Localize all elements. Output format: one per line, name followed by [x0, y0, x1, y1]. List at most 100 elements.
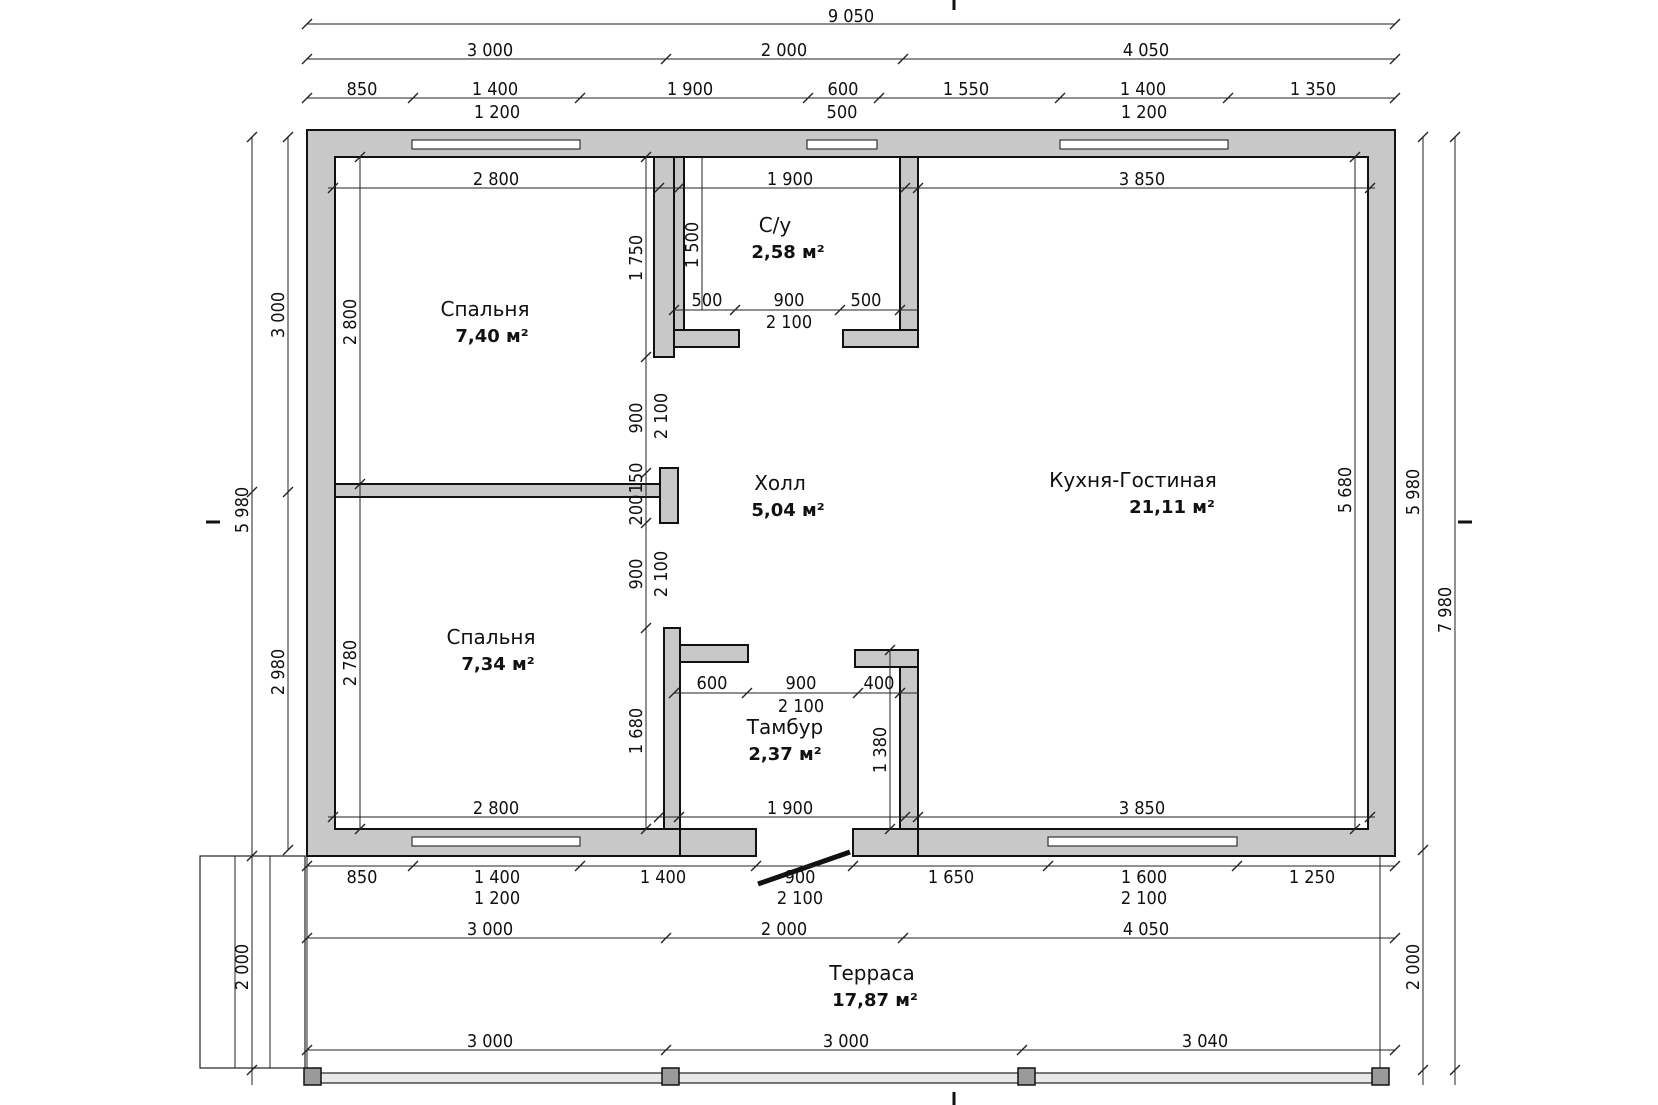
dim-label: 1 250 [1289, 867, 1335, 888]
dim-label: 5 680 [1335, 467, 1356, 513]
dim-label: 850 [347, 867, 378, 888]
room-area: 7,34 м² [461, 654, 534, 675]
dim-label: 150 [626, 463, 647, 494]
room-area: 5,04 м² [751, 500, 824, 521]
dim-label: 500 [692, 290, 723, 311]
window [411, 836, 581, 847]
dim-label: 3 040 [1182, 1031, 1228, 1052]
dim-label: 4 050 [1123, 919, 1169, 940]
dim-label: 1 900 [767, 798, 813, 819]
dim-label: 3 000 [467, 1031, 513, 1052]
room-name: Спальня [441, 297, 530, 321]
window [1047, 836, 1238, 847]
dim-label: 2 100 [777, 888, 823, 909]
dim-label: 9 050 [828, 6, 874, 27]
dim-label: 2 980 [268, 649, 289, 695]
dim-label: 3 000 [467, 40, 513, 61]
walls [306, 129, 1396, 887]
dim-label: 1 380 [870, 727, 891, 773]
dim-label: 2 100 [766, 312, 812, 333]
dim-label: 1 750 [626, 235, 647, 281]
dim-label: 200 [626, 495, 647, 526]
dim-label: 5 980 [232, 487, 253, 533]
dim-label: 2 800 [473, 798, 519, 819]
dim-label: 1 900 [667, 79, 713, 100]
terrace [199, 855, 1390, 1086]
exterior-wall [306, 129, 1396, 857]
interior-wall [334, 483, 666, 498]
room-name: Терраса [828, 961, 914, 985]
room-area: 2,58 м² [751, 242, 824, 263]
terrace-column [1017, 1067, 1036, 1086]
dim-label: 2 800 [340, 299, 361, 345]
window [806, 139, 878, 150]
dim-label: 3 850 [1119, 169, 1165, 190]
room-name: Тамбур [746, 715, 823, 739]
dim-label: 2 100 [1121, 888, 1167, 909]
dim-label: 2 800 [473, 169, 519, 190]
room-name: Холл [754, 471, 806, 495]
dim-label: 1 200 [1121, 102, 1167, 123]
dim-label: 4 050 [1123, 40, 1169, 61]
dim-label: 500 [851, 290, 882, 311]
dim-label: 1 900 [767, 169, 813, 190]
room-name: С/у [759, 213, 792, 237]
dim-label: 1 400 [472, 79, 518, 100]
room-labels: Спальня 7,40 м² С/у 2,58 м² Холл 5,04 м²… [441, 213, 1217, 1011]
dim-label: 1 600 [1121, 867, 1167, 888]
dim-label: 600 [828, 79, 859, 100]
interior-wall [653, 156, 675, 358]
interior-wall [854, 649, 919, 668]
dim-label: 900 [626, 559, 647, 590]
dim-label: 2 780 [340, 640, 361, 686]
dim-label: 400 [864, 673, 895, 694]
dim-label: 3 850 [1119, 798, 1165, 819]
interior-wall [663, 627, 681, 830]
interior-wall [659, 467, 679, 524]
terrace-column [1371, 1067, 1390, 1086]
room-name: Спальня [447, 625, 536, 649]
terrace-railing [309, 1072, 1386, 1084]
dim-label: 1 200 [474, 102, 520, 123]
dim-label: 2 100 [778, 696, 824, 717]
dim-label: 2 000 [1403, 944, 1424, 990]
dim-label: 900 [785, 867, 816, 888]
window [1059, 139, 1229, 150]
dim-label: 1 400 [1120, 79, 1166, 100]
dim-label: 3 000 [268, 292, 289, 338]
interior-wall [842, 329, 919, 348]
terrace-column [661, 1067, 680, 1086]
interior-wall [899, 649, 919, 830]
dim-label: 2 100 [651, 393, 672, 439]
entrance-door [757, 849, 851, 887]
interior-wall [899, 156, 919, 348]
room-area: 2,37 м² [748, 744, 821, 765]
interior-wall [852, 828, 919, 857]
door-opening [756, 828, 853, 858]
dim-label: 2 000 [232, 944, 253, 990]
dim-label: 1 200 [474, 888, 520, 909]
dim-label: 1 680 [626, 708, 647, 754]
interior-wall [679, 828, 757, 857]
dim-label: 2 000 [761, 919, 807, 940]
dim-label: 1 350 [1290, 79, 1336, 100]
room-area: 7,40 м² [455, 326, 528, 347]
dim-label: 900 [626, 403, 647, 434]
dim-label: 1 500 [682, 222, 703, 268]
room-area: 21,11 м² [1129, 497, 1215, 518]
dim-label: 900 [774, 290, 805, 311]
dimension-labels: 9 050 3 000 2 000 4 050 850 1 400 1 900 … [232, 6, 1456, 1052]
dim-label: 600 [697, 673, 728, 694]
interior-wall [679, 644, 749, 663]
dim-label: 1 400 [640, 867, 686, 888]
dim-label: 3 000 [467, 919, 513, 940]
window [411, 139, 581, 150]
dim-label: 900 [786, 673, 817, 694]
room-name: Кухня-Гостиная [1049, 468, 1217, 492]
dim-label: 1 400 [474, 867, 520, 888]
dim-label: 7 980 [1435, 587, 1456, 633]
dim-label: 5 980 [1403, 469, 1424, 515]
dim-label: 1 550 [943, 79, 989, 100]
dim-label: 500 [827, 102, 858, 123]
